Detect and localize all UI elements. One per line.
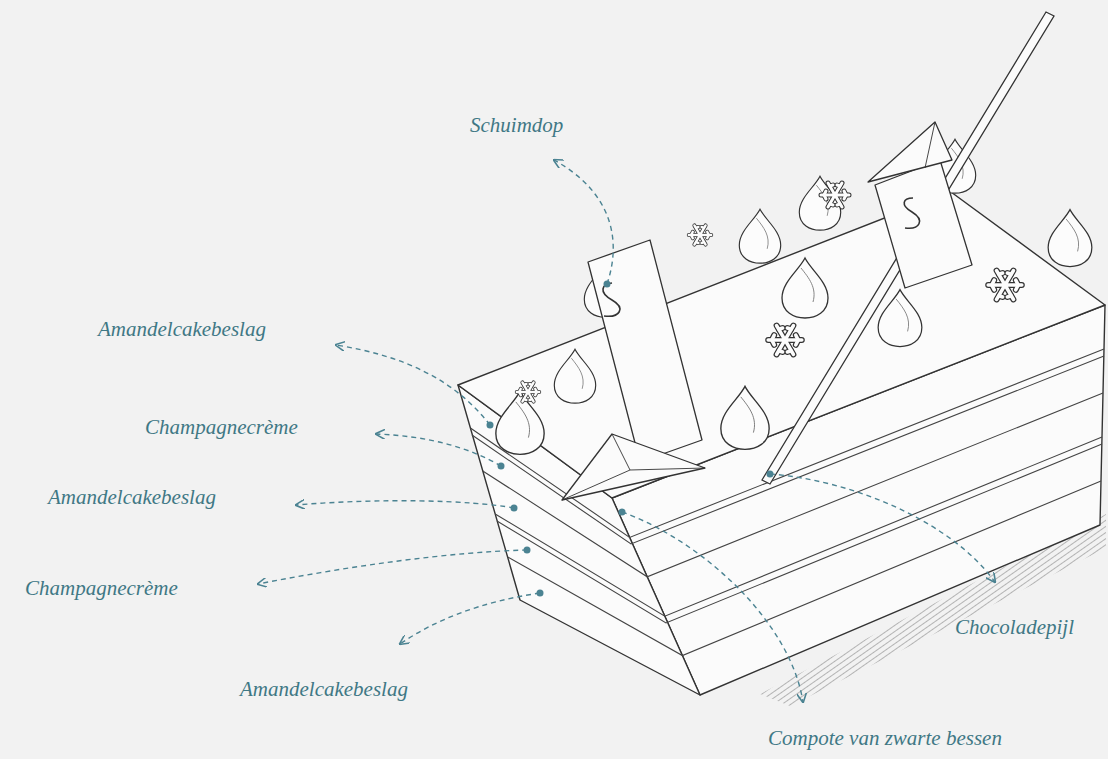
- chocolate-plate: [562, 240, 705, 500]
- part-label: Chocoladepijl: [955, 614, 1074, 640]
- part-label: Amandelcakebeslag: [240, 676, 408, 702]
- chocolate-stick: [762, 12, 1054, 484]
- part-label: Schuimdop: [470, 112, 563, 138]
- chocolate-plate: [868, 122, 972, 288]
- cake-body: [458, 192, 1105, 695]
- leader-line: [258, 550, 527, 584]
- leader-line: [770, 474, 995, 582]
- part-label: Amandelcakebeslag: [48, 484, 216, 510]
- part-label: Champagnecrème: [25, 575, 178, 601]
- part-label: Amandelcakebeslag: [98, 316, 266, 342]
- leader-line: [376, 434, 501, 466]
- leader-line: [622, 512, 803, 702]
- leader-line: [400, 593, 540, 644]
- meringue-tops: [496, 139, 1092, 454]
- part-label: Compote van zwarte bessen: [768, 725, 1002, 751]
- cake-layer-lines: [470, 349, 1104, 656]
- part-label: Champagnecrème: [145, 414, 298, 440]
- leader-line: [554, 160, 613, 284]
- leader-line: [296, 501, 514, 508]
- leader-dots: [487, 281, 774, 597]
- leader-line: [336, 345, 490, 425]
- leader-lines: [258, 160, 995, 702]
